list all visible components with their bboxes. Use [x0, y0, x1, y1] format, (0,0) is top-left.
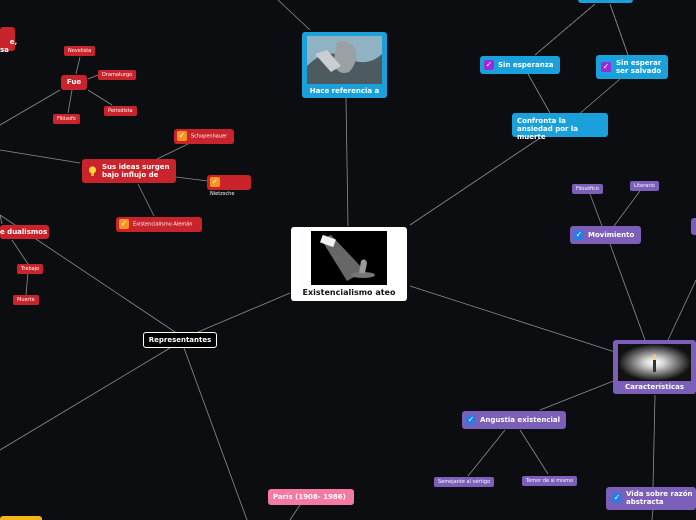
- checkbox-checked-icon: ✓: [466, 415, 476, 425]
- dualismos-label: e dualismos: [0, 228, 48, 236]
- caracteristicas-node[interactable]: Características: [613, 340, 696, 394]
- semejante-vertigo-node[interactable]: Semejante al vértigo: [434, 477, 495, 487]
- fue-node[interactable]: Fue: [61, 75, 87, 90]
- existencialismo-aleman-node[interactable]: ✓ Existencialismo Alemán: [116, 217, 202, 232]
- temor-label: Temor de si mismo: [526, 478, 574, 484]
- movimiento-label: Movimiento: [588, 231, 635, 239]
- checkbox-checked-icon: ✓: [601, 62, 611, 72]
- muerte-node[interactable]: Muerte: [13, 295, 39, 305]
- confronta-node[interactable]: Confronta la ansiedad por la muerte: [512, 113, 608, 141]
- filosofico-node[interactable]: Filosófico: [572, 184, 603, 194]
- paris-label: París (1908- 1986): [273, 493, 346, 501]
- sin-esperar-node[interactable]: ✓ Sin esperar ser salvado: [596, 55, 668, 79]
- angustia-node[interactable]: ✓ Angustia existencial: [462, 411, 566, 429]
- dramaturgo-node[interactable]: Dramaturgo: [98, 70, 137, 80]
- sin-esperanza-node[interactable]: ✓ Sin esperanza: [480, 56, 560, 74]
- movimiento-node[interactable]: ✓ Movimiento: [570, 226, 641, 244]
- nietzsche-node[interactable]: ✓ Nietzsche: [207, 175, 251, 197]
- bottom-left-orange-cut-node[interactable]: [0, 516, 42, 520]
- checkbox-checked-icon: ✓: [612, 493, 622, 503]
- schopenhauer-node[interactable]: ✓ Schopenhauer: [174, 129, 234, 144]
- literario-label: Literario: [634, 183, 655, 189]
- central-topic-image: [311, 231, 387, 285]
- confronta-label: Confronta la ansiedad por la muerte: [517, 117, 579, 141]
- periodista-label: Periodista: [108, 108, 133, 114]
- top-left-cut-label: e, sa: [0, 38, 18, 54]
- hace-referencia-image: [307, 36, 382, 84]
- fue-label: Fue: [66, 78, 82, 86]
- representantes-node[interactable]: Representantes: [143, 332, 217, 348]
- central-topic-title: Existencialismo ateo: [302, 288, 396, 297]
- existencialismo-aleman-label: Existencialismo Alemán: [133, 221, 193, 228]
- vida-sobre-razon-node[interactable]: ✓ Vida sobre razón abstracta: [606, 487, 696, 510]
- nietzsche-label: Nietzsche: [210, 190, 235, 197]
- temor-node[interactable]: Temor de si mismo: [522, 476, 578, 486]
- sin-esperanza-label: Sin esperanza: [498, 61, 554, 69]
- periodista-node[interactable]: Periodista: [104, 106, 137, 116]
- paris-node[interactable]: París (1908- 1986): [268, 489, 354, 505]
- right-edge-purple-cut-node[interactable]: [691, 218, 696, 235]
- schopenhauer-label: Schopenhauer: [191, 133, 228, 140]
- trabajo-label: Trabajo: [21, 266, 40, 272]
- muerte-label: Muerte: [17, 297, 35, 303]
- caracteristicas-image: [618, 344, 691, 381]
- sus-ideas-node[interactable]: Sus ideas surgen bajo influjo de: [82, 159, 176, 183]
- angustia-label: Angustia existencial: [480, 416, 561, 424]
- filosofico-label: Filosófico: [576, 186, 599, 192]
- filosofo-label: Filósofo: [57, 116, 76, 122]
- novelista-node[interactable]: Novelista: [64, 46, 96, 56]
- sin-esperar-label: Sin esperar ser salvado: [616, 59, 662, 75]
- checkbox-checked-icon: ✓: [210, 177, 220, 187]
- trabajo-node[interactable]: Trabajo: [17, 264, 44, 274]
- checkbox-checked-icon: ✓: [119, 219, 129, 229]
- hace-referencia-label: Hace referencia a: [309, 87, 380, 95]
- dramaturgo-label: Dramaturgo: [102, 72, 133, 78]
- top-right-blue-cut-node[interactable]: [578, 0, 633, 3]
- vida-sobre-razon-label: Vida sobre razón abstracta: [626, 490, 693, 506]
- representantes-label: Representantes: [148, 336, 212, 344]
- checkbox-checked-icon: ✓: [574, 230, 584, 240]
- semejante-vertigo-label: Semejante al vértigo: [438, 479, 491, 485]
- top-left-cut-node[interactable]: e, sa: [0, 27, 18, 54]
- novelista-label: Novelista: [68, 48, 92, 54]
- central-topic-node[interactable]: Existencialismo ateo: [291, 227, 407, 301]
- filosofo-node[interactable]: Filósofo: [53, 114, 80, 124]
- sus-ideas-label: Sus ideas surgen bajo influjo de: [102, 163, 170, 179]
- literario-node[interactable]: Literario: [630, 181, 659, 191]
- checkbox-checked-icon: ✓: [177, 131, 187, 141]
- checkbox-checked-icon: ✓: [484, 60, 494, 70]
- dualismos-node[interactable]: e dualismos: [0, 225, 49, 239]
- hace-referencia-node[interactable]: Hace referencia a: [302, 32, 387, 98]
- caracteristicas-label: Características: [624, 383, 685, 391]
- lightbulb-icon: [88, 166, 97, 179]
